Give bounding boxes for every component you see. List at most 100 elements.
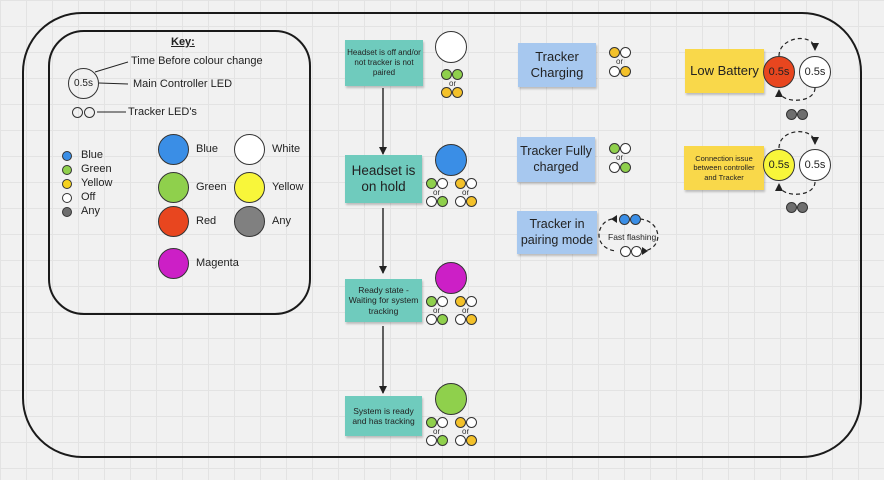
- alert-1-any-pair-led-2: [797, 109, 808, 120]
- tracker-charged-pair-1-led-2: [620, 143, 631, 154]
- led-legend-label-any: Any: [81, 205, 100, 217]
- led-legend-dot-green: [62, 165, 72, 175]
- tracker-pairing-pair-1-led-1: [619, 214, 630, 225]
- tracker-note-1: Tracker Charging: [518, 43, 596, 87]
- led-legend-dot-off: [62, 193, 72, 203]
- state-note-4: System is ready and has tracking: [345, 396, 422, 436]
- state-3-pair-4-led-1: [455, 314, 466, 325]
- connection-cycle-top: [778, 131, 819, 149]
- alert-2-any-pair-led-2: [797, 202, 808, 213]
- colour-legend-swatch-magenta: [158, 248, 189, 279]
- led-legend-dot-yellow: [62, 179, 72, 189]
- key-time-before-change: Time Before colour change: [131, 55, 263, 67]
- state-3-pair-3-led-1: [455, 296, 466, 307]
- key-frame: [48, 30, 311, 315]
- state-2-or-1: or: [433, 188, 441, 197]
- key-title: Key:: [171, 36, 195, 48]
- state-4-pair-3-led-1: [455, 417, 466, 428]
- colour-legend-swatch-green: [158, 172, 189, 203]
- state-1-pair-2-led-2: [452, 87, 463, 98]
- alert-1-timer-2: 0.5s: [799, 56, 831, 88]
- state-2-pair-3-led-1: [455, 178, 466, 189]
- tracker-charging-pair-2-led-2: [620, 66, 631, 77]
- alert-2-any-pair-led-1: [786, 202, 797, 213]
- state-3-or-2: or: [462, 306, 470, 315]
- tracker-pairing-pair-2-led-2: [631, 246, 642, 257]
- tracker-charged-pair-2-led-1: [609, 162, 620, 173]
- tracker-charged-pair-2-led-2: [620, 162, 631, 173]
- alert-1-timer-1: 0.5s: [763, 56, 795, 88]
- state-4-or-2: or: [462, 427, 470, 436]
- state-1-pair-2-led-1: [441, 87, 452, 98]
- colour-legend-label-green: Green: [196, 181, 227, 193]
- led-legend-dot-any: [62, 207, 72, 217]
- tracker-note-2: Tracker Fully charged: [517, 137, 595, 182]
- state-1-pair-1-led-2: [452, 69, 463, 80]
- colour-legend-label-any: Any: [272, 215, 291, 227]
- colour-legend-label-red: Red: [196, 215, 217, 227]
- outer-frame: [22, 12, 862, 458]
- alert-note-1: Low Battery: [685, 49, 764, 93]
- state-2-pair-3-led-2: [466, 178, 477, 189]
- pairing-loop-arrow-top: [611, 215, 617, 223]
- key-tracker-led-2: [84, 107, 95, 118]
- state-3-pair-4-led-2: [466, 314, 477, 325]
- tracker-note-3: Tracker in pairing mode: [517, 211, 597, 254]
- key-pointer-time: [94, 61, 129, 73]
- state-note-3: Ready state - Waiting for system trackin…: [345, 279, 422, 322]
- led-legend-label-blue: Blue: [81, 149, 104, 161]
- pairing-loop-arrow-bottom: [642, 247, 648, 255]
- state-2-or-2: or: [462, 188, 470, 197]
- low-battery-cycle-bottom: [775, 87, 816, 101]
- alert-1-any-pair-led-1: [786, 109, 797, 120]
- tracker-charged-pair-1-led-1: [609, 143, 620, 154]
- alert-2-timer-2: 0.5s: [799, 149, 831, 181]
- state-4-pair-1-led-1: [426, 417, 437, 428]
- state-note-1: Headset is off and/or not tracker is not…: [345, 40, 423, 86]
- alert-2-timer-1: 0.5s: [763, 149, 795, 181]
- tracker-charging-pair-1-led-2: [620, 47, 631, 58]
- state-3-pair-1-led-1: [426, 296, 437, 307]
- tracker-charging-pair-2-led-1: [609, 66, 620, 77]
- state-4-pair-4-led-1: [455, 435, 466, 446]
- colour-legend-label-magenta: Magenta: [196, 257, 239, 269]
- led-legend-label-green: Green: [81, 163, 112, 175]
- state-2-pair-1-led-2: [437, 178, 448, 189]
- state-4-pair-4-led-2: [466, 435, 477, 446]
- state-main-led-3: [435, 262, 467, 294]
- state-3-pair-2-led-1: [426, 314, 437, 325]
- key-tracker-led-1: [72, 107, 83, 118]
- key-pointer-main: [98, 82, 129, 85]
- state-note-2: Headset is on hold: [345, 155, 422, 203]
- state-3-pair-2-led-2: [437, 314, 448, 325]
- state-3-pair-1-led-2: [437, 296, 448, 307]
- pairing-loop: [598, 218, 659, 252]
- colour-legend-label-white: White: [272, 143, 301, 155]
- colour-legend-swatch-white: [234, 134, 265, 165]
- tracker-charging-or: or: [616, 57, 624, 66]
- colour-legend-swatch-blue: [158, 134, 189, 165]
- fast-flashing-label: Fast flashing: [608, 232, 657, 242]
- state-2-pair-2-led-1: [426, 196, 437, 207]
- state-3-pair-3-led-2: [466, 296, 477, 307]
- colour-legend-label-blue: Blue: [196, 143, 219, 155]
- state-4-pair-3-led-2: [466, 417, 477, 428]
- state-2-pair-4-led-1: [455, 196, 466, 207]
- state-main-led-2: [435, 144, 467, 176]
- state-4-pair-2-led-1: [426, 435, 437, 446]
- colour-legend-swatch-any: [234, 206, 265, 237]
- alert-note-2: Connection issue between controller and …: [684, 146, 764, 190]
- state-1-or: or: [449, 79, 457, 88]
- state-4-pair-1-led-2: [437, 417, 448, 428]
- led-legend-label-off: Off: [81, 191, 96, 203]
- state-2-pair-2-led-2: [437, 196, 448, 207]
- connection-cycle-bottom: [775, 181, 816, 195]
- state-4-pair-2-led-2: [437, 435, 448, 446]
- colour-legend-swatch-red: [158, 206, 189, 237]
- colour-legend-swatch-yellow: [234, 172, 265, 203]
- led-legend-label-yellow: Yellow: [81, 177, 113, 189]
- led-legend-dot-blue: [62, 151, 72, 161]
- state-1-pair-1-led-1: [441, 69, 452, 80]
- state-2-pair-4-led-2: [466, 196, 477, 207]
